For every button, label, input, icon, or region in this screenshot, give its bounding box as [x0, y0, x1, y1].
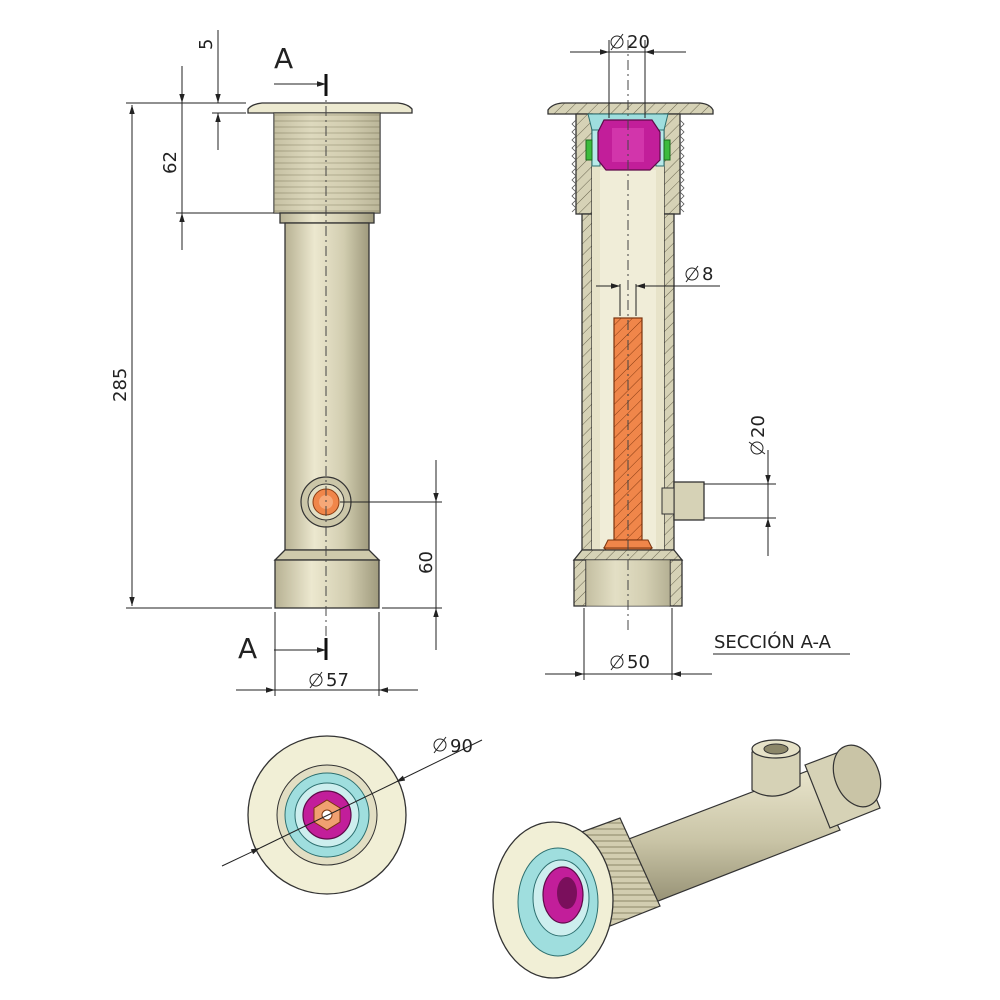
section-title: SECCIÓN A-A — [714, 631, 832, 653]
flange — [247, 102, 413, 114]
dim-side-port-diameter: 20 — [748, 415, 769, 438]
isometric-view — [492, 739, 882, 979]
section-marker-top: A — [274, 42, 293, 75]
bottom-socket — [274, 559, 380, 609]
dim-body-diameter: 57 — [326, 670, 349, 691]
dim-total-length: 285 — [110, 368, 131, 402]
dim-flange-diameter: 90 — [450, 736, 473, 757]
dim-side-port-height: 60 — [416, 551, 437, 574]
diameter-symbol-icon — [610, 33, 624, 51]
diameter-symbol-icon — [610, 653, 624, 671]
diameter-symbol-icon — [685, 265, 699, 283]
dim-flange-thickness: 5 — [196, 39, 217, 50]
dim-thread-length: 62 — [160, 151, 181, 174]
dim-pin-diameter: 8 — [702, 264, 713, 285]
diameter-symbol-icon — [748, 441, 766, 455]
diameter-symbol-icon — [433, 736, 447, 754]
side-port-section — [673, 481, 705, 521]
dim-top-bore-diameter: 20 — [627, 32, 650, 53]
diameter-symbol-icon — [309, 671, 323, 689]
section-view: 20 8 20 — [545, 32, 850, 680]
dim-bottom-bore-diameter: 50 — [627, 652, 650, 673]
front-view: A A 5 62 285 60 — [110, 30, 442, 696]
end-view: 90 — [221, 735, 483, 895]
section-marker-bottom: A — [238, 632, 257, 665]
